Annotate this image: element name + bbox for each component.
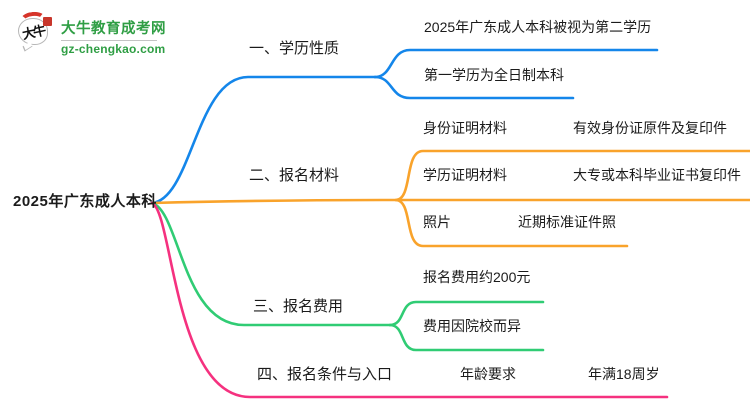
branch2-child1: 身份证明材料 [423,120,507,136]
branch2-child1-line [394,149,750,202]
branch3-child2: 费用因院校而异 [423,318,521,334]
branch3-child1: 报名费用约200元 [423,269,531,285]
branch4-child1: 年龄要求 [460,366,516,382]
branch3-child2-line [388,323,545,352]
branch2-child2: 学历证明材料 [423,167,507,183]
branch1-label: 一、学历性质 [249,40,340,57]
brand-divider [61,40,157,41]
branch1-main-line [150,75,377,205]
branch3-child1-line [388,300,545,327]
branch2-label: 二、报名材料 [249,167,340,184]
branch1-child2-line [373,75,575,100]
brand-logo: 大牛 大牛教育成考网 gz-chengkao.com [16,10,166,56]
branch2-child3: 照片 [423,214,451,230]
branch3-label: 三、报名费用 [253,298,344,315]
branch1-child2: 第一学历为全日制本科 [424,67,564,83]
branch1-child1-line [373,48,659,79]
branch2-child1-detail: 有效身份证原件及复印件 [573,120,727,136]
branch3-main-line [150,201,392,327]
brand-name: 大牛教育成考网 [61,21,166,37]
root-topic: 2025年广东成人本科 [13,193,157,210]
branch4-label: 四、报名条件与入口 [257,366,393,383]
red-seal-icon [43,17,52,26]
brand-text-block: 大牛教育成考网 gz-chengkao.com [61,12,166,56]
branch2-main-line [150,198,398,205]
branch2-child3-detail: 近期标准证件照 [518,214,616,230]
brand-domain: gz-chengkao.com [61,42,166,56]
branch2-child3-line [394,198,629,248]
branch4-main-line [150,201,669,399]
brand-logo-icon: 大牛 [16,10,54,52]
branch2-child2-detail: 大专或本科毕业证书复印件 [573,167,741,183]
branch4-child1-detail: 年满18周岁 [588,366,660,382]
branch1-child1: 2025年广东成人本科被视为第二学历 [424,19,652,35]
